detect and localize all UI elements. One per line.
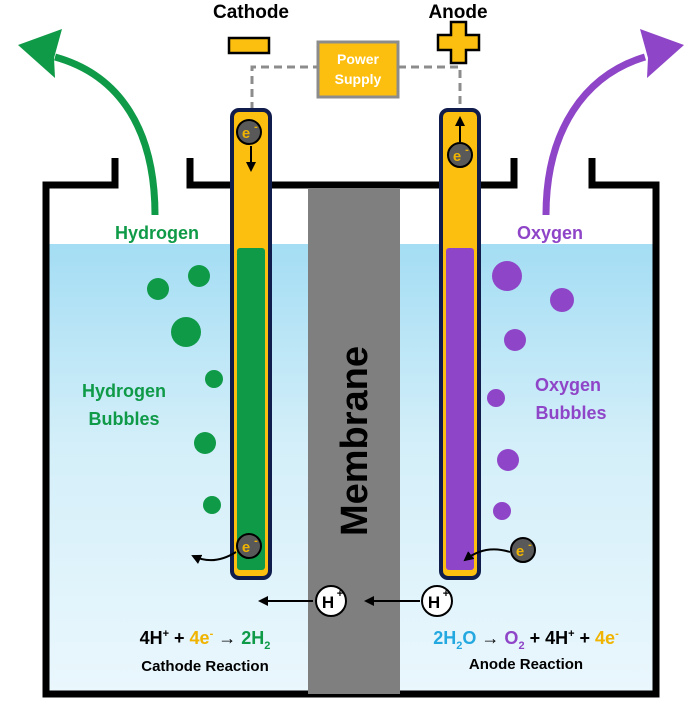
svg-text:-: - [254, 535, 258, 547]
oxygen-bubbles-label: Oxygen [535, 375, 601, 395]
svg-text:e: e [242, 539, 250, 556]
membrane-label: Membrane [334, 346, 376, 536]
oxygen-bubble [504, 329, 526, 351]
cathode-reaction-caption: Cathode Reaction [141, 658, 269, 675]
oxygen-bubble [497, 449, 519, 471]
hydrogen-bubble [205, 370, 223, 388]
power-wire [250, 65, 462, 110]
electron-path-anode [463, 548, 511, 562]
anode-label: Anode [428, 2, 487, 23]
svg-text:+: + [443, 588, 449, 600]
svg-text:e: e [453, 148, 461, 165]
hydrogen-label: Hydrogen [115, 223, 199, 243]
electron-anode-bottom: e - [510, 537, 536, 563]
hydrogen-bubble [188, 265, 210, 287]
plus-sign-icon [436, 20, 481, 65]
oxygen-bubble [487, 389, 505, 407]
proton-right: H + [421, 585, 453, 617]
svg-text:+: + [337, 588, 343, 600]
tank-lid [186, 158, 518, 189]
minus-sign-icon [227, 36, 271, 55]
svg-text:-: - [528, 539, 532, 551]
hydrogen-bubbles-label: Hydrogen [82, 381, 166, 401]
cathode-plate [237, 248, 265, 570]
oxygen-bubble [493, 502, 511, 520]
electron-cathode-bottom: e - [236, 533, 262, 559]
electron-path-cathode [191, 551, 237, 564]
oxygen-bubbles-label-2: Bubbles [535, 403, 606, 423]
oxygen-release-arrow [542, 29, 684, 216]
oxygen-bubbles [487, 261, 574, 520]
power-supply-label: Power [337, 51, 380, 67]
power-supply-box [316, 40, 400, 99]
cathode-label: Cathode [213, 2, 289, 23]
oxygen-bubble [550, 288, 574, 312]
svg-text:e: e [516, 543, 524, 560]
electron-anode-top: e - [447, 142, 473, 168]
anode-plate [446, 248, 474, 570]
proton-left: H + [315, 585, 347, 617]
hydrogen-release-arrow [18, 29, 159, 216]
hydrogen-bubbles [147, 265, 223, 514]
cathode-reaction-equation: 4H+ + 4e- → 2H2 [140, 628, 271, 652]
hydrogen-bubble [147, 278, 169, 300]
hydrogen-bubble [203, 496, 221, 514]
oxygen-label: Oxygen [517, 223, 583, 243]
electron-cathode-top: e - [236, 119, 262, 145]
oxygen-bubble [492, 261, 522, 291]
svg-text:H: H [428, 593, 440, 612]
hydrogen-bubble [194, 432, 216, 454]
svg-text:e: e [242, 125, 250, 142]
svg-text:H: H [322, 593, 334, 612]
svg-text:-: - [465, 144, 469, 156]
svg-text:-: - [254, 121, 258, 133]
anode-reaction-equation: 2H2O → O2 + 4H+ + 4e- [433, 628, 619, 652]
hydrogen-bubbles-label-2: Bubbles [88, 409, 159, 429]
power-supply-label-2: Supply [335, 71, 382, 87]
hydrogen-bubble [171, 317, 201, 347]
anode-reaction-caption: Anode Reaction [469, 656, 583, 673]
